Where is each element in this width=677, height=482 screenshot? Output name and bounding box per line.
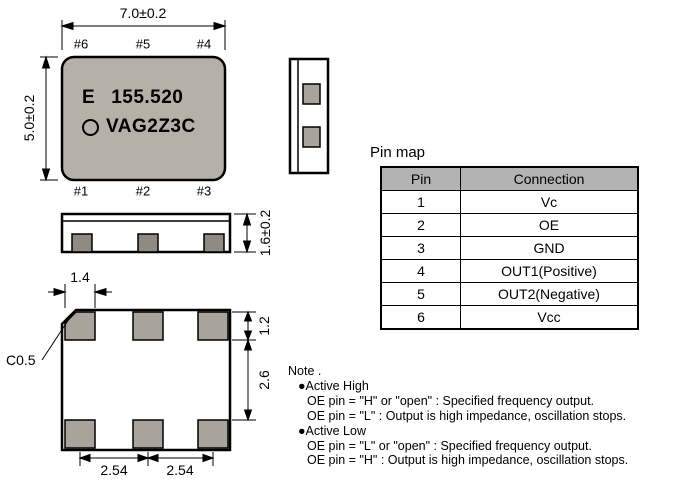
pin-connection: OE (460, 213, 639, 237)
bottom-pad (203, 233, 225, 253)
table-row: 6 Vcc (380, 305, 639, 330)
note-line: OE pin = "L" or "open" : Specified frequ… (307, 438, 592, 453)
dim-pitch-right-label: 2.54 (166, 462, 194, 478)
pin-connection: Vc (460, 190, 639, 214)
top-view-outline (60, 55, 227, 182)
note-line: OE pin = "H" or "open" : Specified frequ… (307, 393, 595, 408)
pin-connection: OUT1(Positive) (460, 259, 639, 283)
table-row: 1 Vc (380, 190, 639, 214)
pin-number: 2 (380, 213, 461, 237)
note-active-high-label: ●Active High (298, 378, 369, 393)
chamfer-label: C0.5 (6, 352, 36, 368)
marking-line-1: E 155.520 (82, 87, 183, 109)
marking-code: VAG2Z3C (106, 116, 196, 137)
table-row: 2 OE (380, 213, 639, 237)
side-view-front (60, 212, 232, 254)
note-section: Note . ●Active High OE pin = "H" or "ope… (288, 364, 674, 468)
land-pad (197, 311, 229, 341)
dim-pad-height-label: 1.2 (256, 316, 272, 336)
pin-connection: GND (460, 236, 639, 260)
pin-number: 1 (380, 190, 461, 214)
side-view-right (288, 57, 330, 175)
marking-line-2: VAG2Z3C (82, 116, 196, 138)
connection-column-header: Connection (460, 166, 639, 191)
pin-connection: Vcc (460, 305, 639, 330)
land-pad (132, 311, 164, 341)
land-pad (64, 419, 96, 449)
dim-width-lines (60, 20, 227, 50)
pin-map-header-row: Pin Connection (380, 166, 639, 191)
note-active-low-label: ●Active Low (298, 423, 366, 438)
pin-label-1: #1 (73, 183, 89, 199)
castellation-pad (302, 126, 321, 148)
land-pad (132, 419, 164, 449)
bottom-view-outline (41, 308, 232, 452)
castellation-pad (302, 83, 321, 105)
note-line: OE pin = "L" : Output is high impedance,… (307, 408, 627, 423)
pin-label-3: #3 (196, 183, 212, 199)
dim-row-gap-label: 2.6 (256, 370, 272, 390)
pin-map-title: Pin map (370, 144, 426, 161)
dim-pitch-left-label: 2.54 (100, 462, 128, 478)
table-row: 3 GND (380, 236, 639, 260)
land-pad (64, 311, 96, 341)
pin-connection: OUT2(Negative) (460, 282, 639, 306)
land-pad (197, 419, 229, 449)
table-row: 4 OUT1(Positive) (380, 259, 639, 283)
dim-height-label: 5.0±0.2 (21, 94, 37, 142)
pin-map-table: Pin Connection 1 Vc 2 OE 3 GND 4 OUT1(Po… (380, 166, 639, 330)
dim-height-lines (40, 55, 58, 182)
marking-prefix: E (82, 87, 96, 108)
pin-label-4: #4 (196, 36, 212, 52)
pin-column-header: Pin (380, 166, 461, 191)
pin-label-5: #5 (135, 36, 151, 52)
pin1-marker-icon (82, 118, 99, 136)
dim-thickness-label: 1.6±0.2 (257, 209, 273, 257)
pin-number: 3 (380, 236, 461, 260)
dim-pad-height-lines (232, 310, 256, 422)
pin-number: 6 (380, 305, 461, 330)
dim-width-label: 7.0±0.2 (119, 5, 167, 21)
pin-number: 4 (380, 259, 461, 283)
dim-pad-width-lines (48, 284, 112, 308)
dim-pad-width-label: 1.4 (70, 269, 90, 285)
note-title: Note . (288, 364, 322, 378)
table-row: 5 OUT2(Negative) (380, 282, 639, 306)
bottom-pad (137, 233, 159, 253)
note-line: OE pin = "H" : Output is high impedance,… (307, 453, 629, 468)
pin-label-2: #2 (135, 183, 151, 199)
pin-number: 5 (380, 282, 461, 306)
dim-thickness-lines (234, 212, 256, 254)
pin-label-6: #6 (73, 36, 89, 52)
bottom-pad (71, 233, 93, 253)
chamfer-leader-line (41, 318, 70, 361)
dim-pitch-lines (78, 452, 215, 466)
marking-frequency: 155.520 (111, 87, 184, 108)
